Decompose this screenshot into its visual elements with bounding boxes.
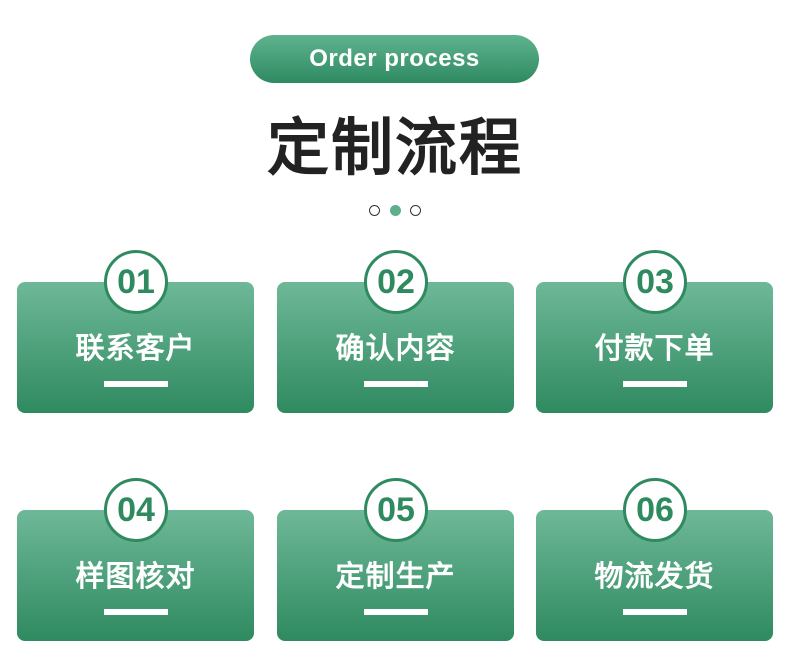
step-number-badge: 06 (623, 478, 687, 542)
step-number-badge: 05 (364, 478, 428, 542)
step-label: 确认内容 (335, 331, 456, 365)
pagination-dot-3 (410, 204, 421, 216)
step-label: 联系客户 (75, 331, 196, 365)
step-label: 付款下单 (594, 331, 715, 365)
step-card-02: 02 确认内容 (277, 250, 514, 415)
step-number-badge: 04 (104, 478, 168, 542)
step-card-01: 01 联系客户 (17, 250, 254, 415)
pagination-dot-2 (389, 204, 401, 216)
step-underline (104, 609, 168, 615)
step-underline (623, 381, 687, 387)
step-underline (104, 381, 168, 387)
step-label: 样图核对 (75, 559, 196, 593)
pagination-dots (369, 203, 421, 217)
pagination-dot-1 (369, 204, 380, 216)
step-card-06: 06 物流发货 (536, 478, 773, 643)
step-number-badge: 03 (623, 250, 687, 314)
step-number-badge: 02 (364, 250, 428, 314)
step-label: 定制生产 (335, 559, 456, 593)
step-underline (623, 609, 687, 615)
step-card-05: 05 定制生产 (277, 478, 514, 643)
order-process-badge: Order process (250, 35, 539, 83)
step-underline (364, 609, 428, 615)
step-card-03: 03 付款下单 (536, 250, 773, 415)
step-card-04: 04 样图核对 (17, 478, 254, 643)
page-title: 定制流程 (266, 111, 523, 184)
step-underline (364, 381, 428, 387)
step-number-badge: 01 (104, 250, 168, 314)
step-label: 物流发货 (594, 559, 715, 593)
